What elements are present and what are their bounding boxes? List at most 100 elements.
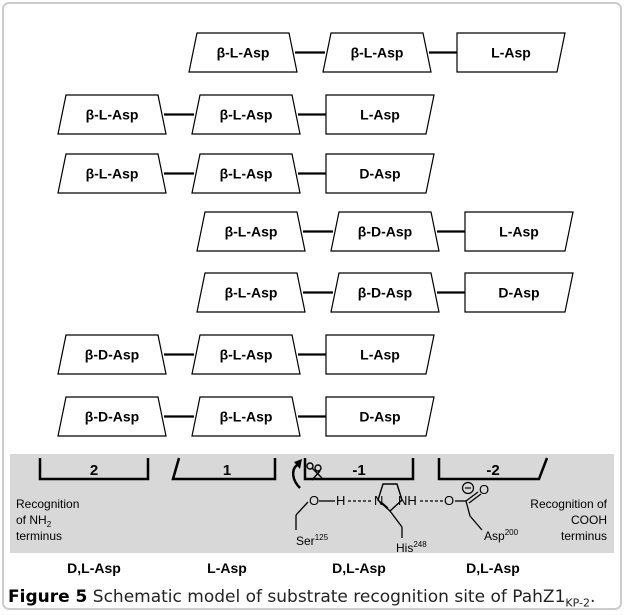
unit-label: β-D-Asp	[358, 224, 412, 240]
svg-text:terminus: terminus	[561, 529, 607, 543]
asp-oxygen: O	[444, 493, 454, 508]
subsite-specificity: D,L-Asp	[466, 560, 520, 576]
unit-box	[325, 153, 435, 194]
subsite-pocket: -1	[303, 458, 415, 481]
unit-label: β-L-Asp	[225, 285, 278, 301]
unit-label: L-Asp	[499, 224, 539, 240]
his-nh: NH	[398, 493, 417, 508]
substrate-row: β-L-Asp β-L-Asp L-Asp	[57, 94, 435, 135]
asp-label: Asp200	[484, 528, 519, 543]
unit-box	[464, 272, 574, 313]
unit-label: β-D-Asp	[358, 285, 412, 301]
unit-box	[325, 396, 435, 437]
subsite-specificity: D,L-Asp	[332, 560, 386, 576]
subsite-label: 1	[223, 462, 231, 479]
caption-subscript: KP-2	[565, 596, 590, 610]
substrate-unit: β-D-Asp	[57, 396, 167, 437]
subsite-label: -2	[486, 462, 499, 479]
svg-text:Recognition: Recognition	[16, 497, 79, 511]
substrate-unit: D-Asp	[464, 272, 574, 313]
substrate-unit: β-L-Asp	[188, 32, 298, 73]
unit-box	[456, 32, 566, 73]
substrate-unit: β-L-Asp	[191, 94, 301, 135]
unit-box	[191, 396, 301, 437]
unit-label: β-L-Asp	[220, 107, 273, 123]
substrate-unit: L-Asp	[456, 32, 566, 73]
substrate-unit: β-D-Asp	[57, 334, 167, 375]
recognition-panel-background	[10, 454, 614, 553]
nh2-terminus-note: Recognition of NH2 terminus	[16, 497, 79, 543]
subsite-pocket: 2	[38, 458, 150, 481]
subsite-pockets: 2 1 -1 -2	[38, 457, 549, 481]
unit-box	[196, 211, 306, 252]
recognition-panel: 2 1 -1 -2 O H Ser125 N NH His248 O	[10, 454, 614, 555]
unit-label: β-L-Asp	[220, 409, 273, 425]
svg-text:COOH: COOH	[571, 513, 607, 527]
unit-label: β-D-Asp	[85, 409, 139, 425]
unit-box	[196, 272, 306, 313]
unit-label: L-Asp	[491, 45, 531, 61]
substrate-unit: β-L-Asp	[196, 211, 306, 252]
substrate-unit: β-L-Asp	[191, 153, 301, 194]
unit-label: β-L-Asp	[225, 224, 278, 240]
unit-box	[57, 396, 167, 437]
unit-label: L-Asp	[360, 347, 400, 363]
catalytic-triad: O H Ser125 N NH His248 O O Asp200	[295, 481, 519, 555]
pocket-outline	[303, 458, 415, 481]
substrate-unit: β-L-Asp	[196, 272, 306, 313]
unit-label: β-L-Asp	[86, 166, 139, 182]
unit-box	[191, 153, 301, 194]
unit-box	[191, 334, 301, 375]
unit-label: D-Asp	[359, 409, 400, 425]
unit-box	[322, 32, 432, 73]
subsite-specificity: D,L-Asp	[67, 560, 121, 576]
unit-label: L-Asp	[360, 107, 400, 123]
unit-label: β-L-Asp	[86, 107, 139, 123]
ser-oxygen: O	[309, 493, 319, 508]
his-nitrogen: N	[374, 493, 383, 508]
substrate-unit: L-Asp	[464, 211, 574, 252]
substrate-unit: D-Asp	[325, 396, 435, 437]
unit-box	[330, 211, 440, 252]
ser-hydrogen: H	[336, 493, 345, 508]
caption-text: Schematic model of substrate recognition…	[92, 587, 566, 607]
substrate-row: β-D-Asp β-L-Asp L-Asp	[57, 334, 435, 375]
unit-box	[57, 334, 167, 375]
his-label: His248	[396, 540, 427, 555]
substrate-unit: β-L-Asp	[191, 334, 301, 375]
substrate-row: β-D-Asp β-L-Asp D-Asp	[57, 396, 435, 437]
pocket-outline	[171, 457, 277, 481]
asp-carbonyl-oxygen: O	[479, 482, 489, 497]
substrate-unit: β-L-Asp	[57, 153, 167, 194]
pocket-outline	[38, 458, 150, 481]
substrate-unit: β-L-Asp	[191, 396, 301, 437]
subsite-pocket: -2	[437, 457, 549, 481]
unit-label: β-L-Asp	[220, 347, 273, 363]
substrate-unit: β-L-Asp	[57, 94, 167, 135]
substrate-unit: L-Asp	[325, 94, 435, 135]
substrate-row: β-L-Asp β-D-Asp D-Asp	[196, 272, 574, 313]
substrate-unit: D-Asp	[325, 153, 435, 194]
unit-box	[188, 32, 298, 73]
unit-box	[464, 211, 574, 252]
unit-box	[330, 272, 440, 313]
pocket-outline	[437, 457, 549, 481]
cooh-terminus-note: Recognition of COOH terminus	[530, 497, 607, 543]
substrate-unit: β-D-Asp	[330, 211, 440, 252]
substrate-row: β-L-Asp β-L-Asp L-Asp	[188, 32, 566, 73]
subsite-label: -1	[352, 462, 365, 479]
subsite-pocket: 1	[171, 457, 277, 481]
unit-box	[57, 153, 167, 194]
unit-label: β-L-Asp	[217, 45, 270, 61]
subsite-label: 2	[90, 462, 98, 479]
unit-box	[325, 334, 435, 375]
substrate-unit: β-L-Asp	[322, 32, 432, 73]
subsite-specificity: L-Asp	[207, 560, 247, 576]
svg-text:terminus: terminus	[16, 529, 62, 543]
ser-label: Ser125	[296, 533, 329, 548]
substrate-unit: β-D-Asp	[330, 272, 440, 313]
figure-label: Figure 5	[8, 587, 88, 607]
